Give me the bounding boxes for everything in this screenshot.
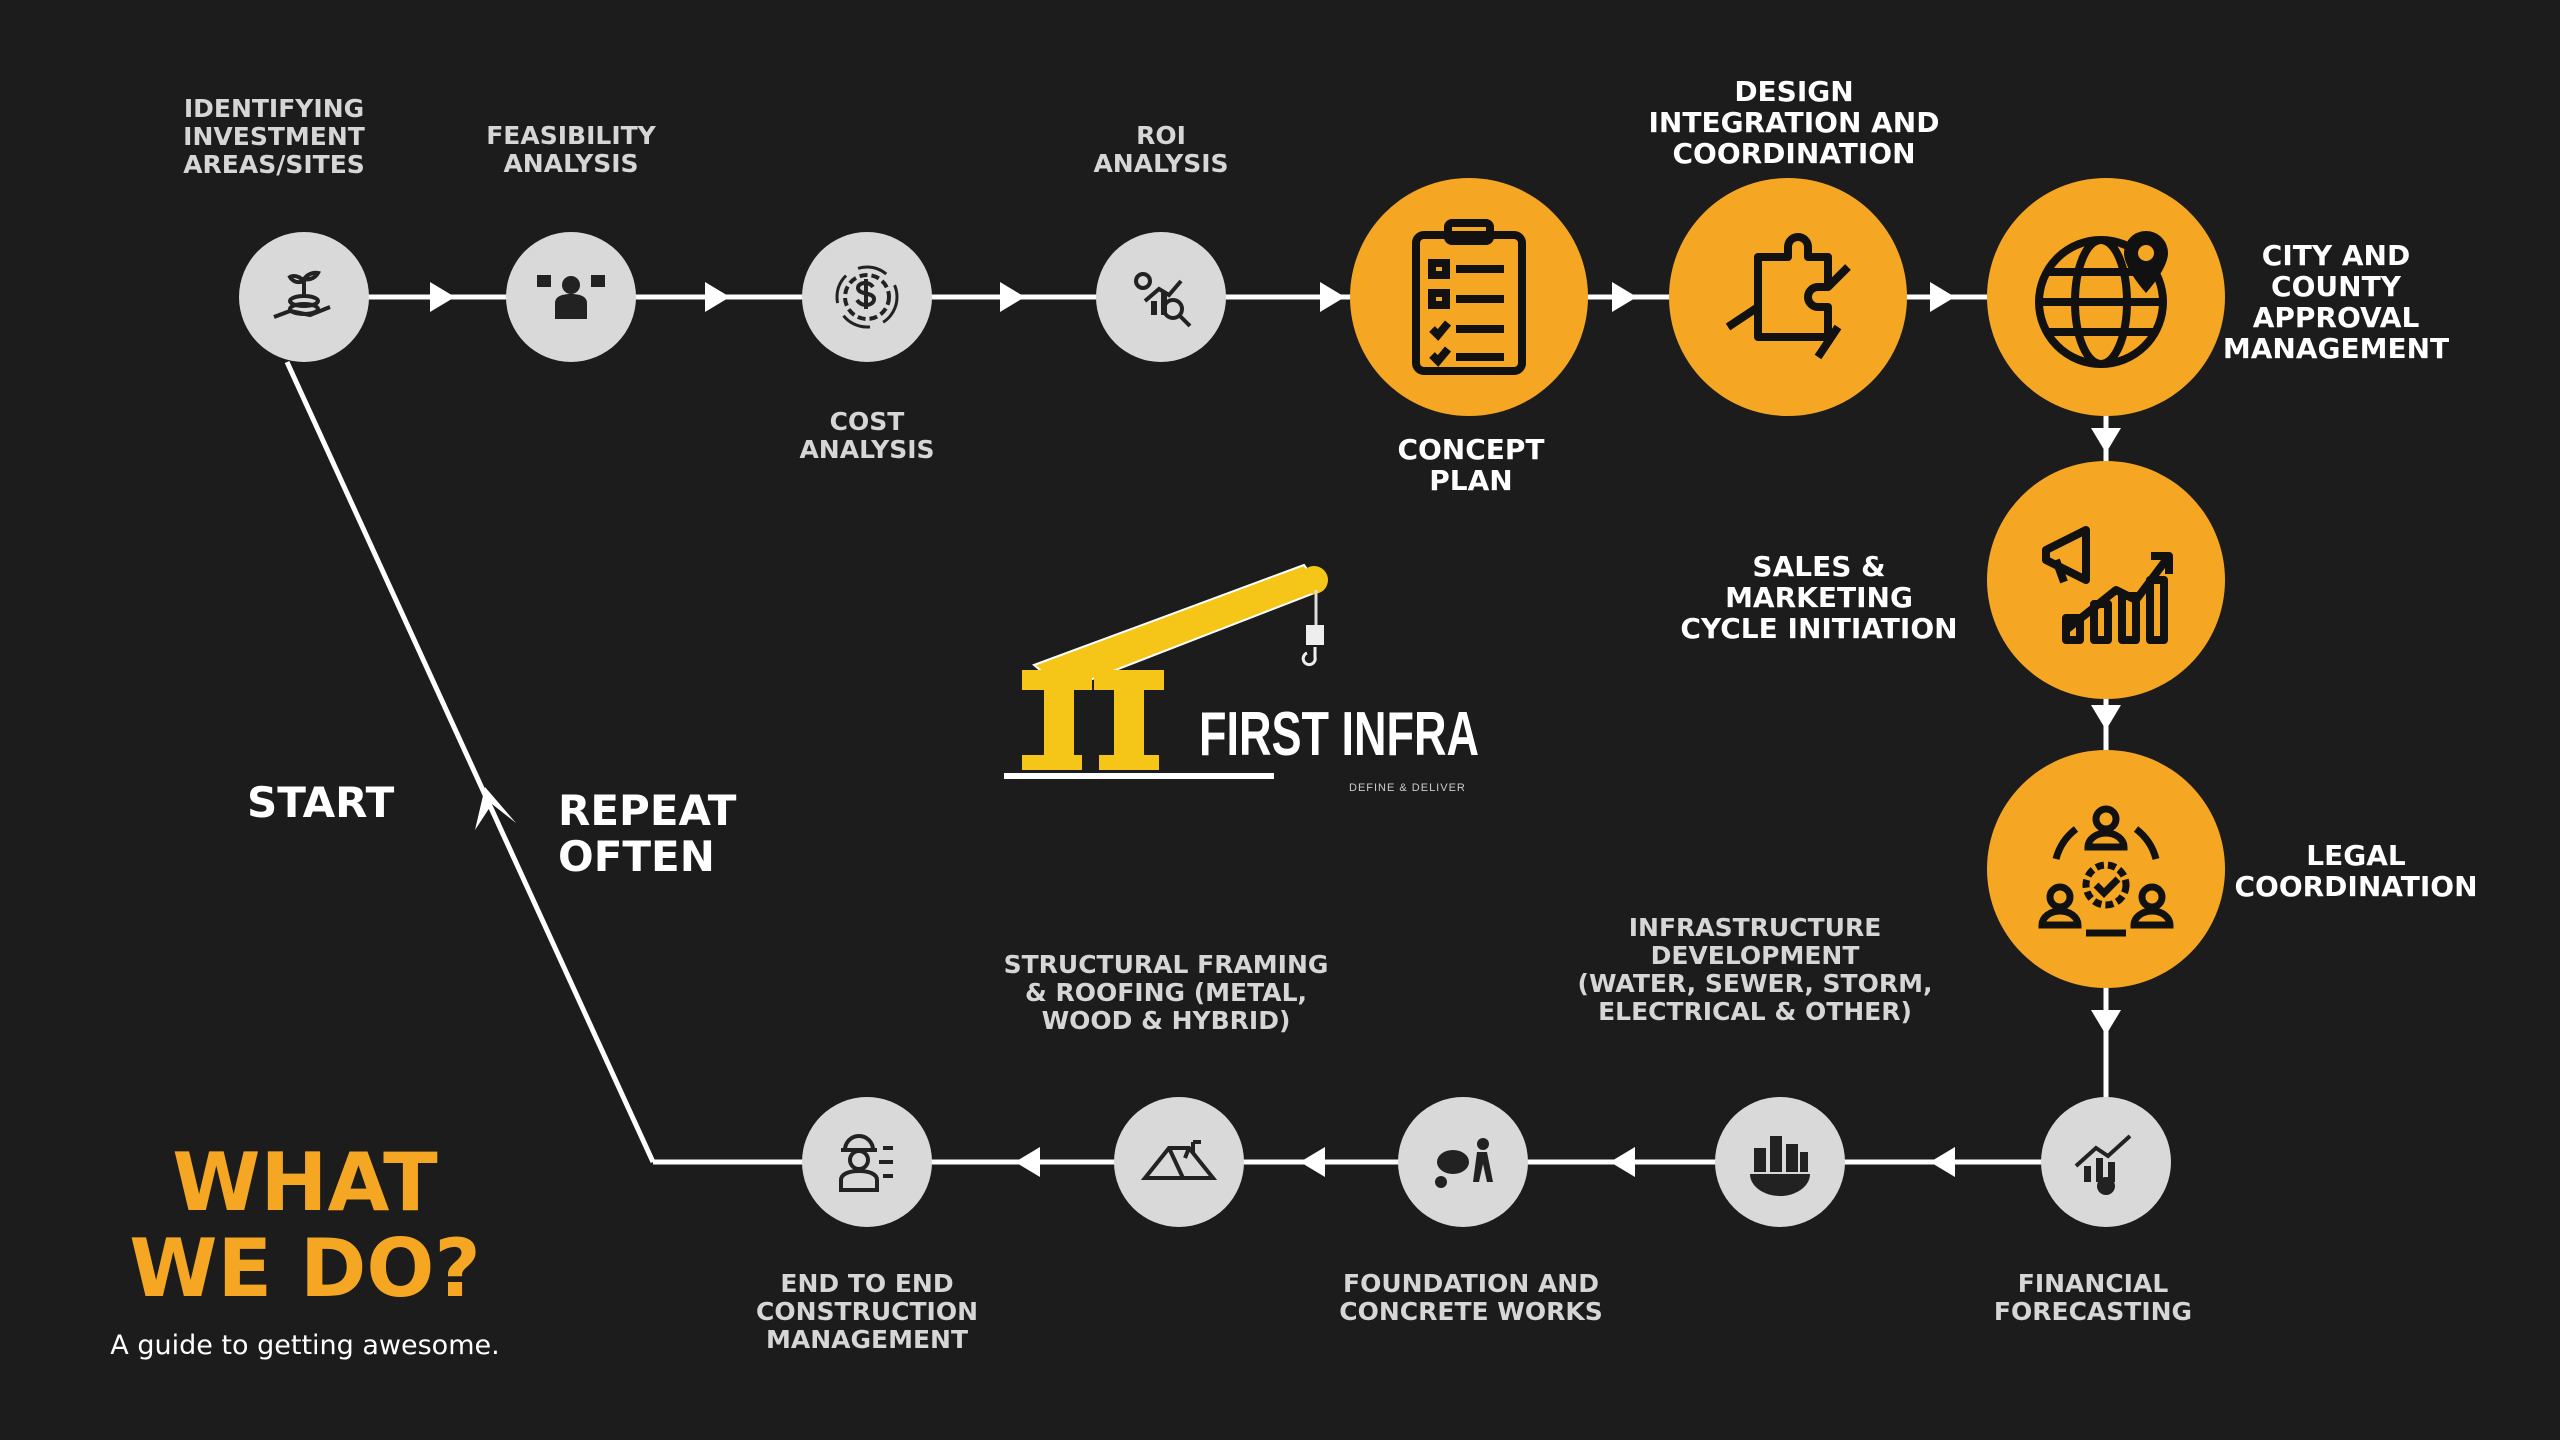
node-city-county-approval [1987,178,2225,416]
megaphone-growth-icon [2042,526,2173,644]
city-gear-icon [1750,1136,1810,1196]
node-feasibility [506,232,636,362]
node-sales-marketing [1987,461,2225,699]
team-badge-icon [2038,805,2174,937]
node-roi-analysis [1096,232,1226,362]
node-end-to-end-construction [802,1097,932,1227]
clipboard-checklist-icon [1412,219,1526,375]
node-cost-analysis [802,232,932,362]
roof-icon [1140,1140,1218,1180]
step-label-foundation: FOUNDATION AND CONCRETE WORKS [1339,1269,1603,1326]
node-structural-framing-roofing [1114,1097,1244,1227]
page-title: WHAT WE DO? [129,1136,481,1315]
puzzle-hands-icon [1725,233,1851,360]
step-label-financial: FINANCIAL FORECASTING [1993,1269,2193,1326]
step-label-roi: ROI ANALYSIS [1093,121,1229,178]
step-label-design: DESIGN INTEGRATION AND COORDINATION [1648,75,1940,170]
start-label: START [247,778,395,827]
node-design-integration [1669,178,1907,416]
cement-mixer-icon [1435,1138,1493,1188]
first-infra-logo: FIRST INFRA DEFINE & DELIVER [1004,563,1479,794]
crane-icon [1004,563,1328,779]
step-label-feasibility: FEASIBILITY ANALYSIS [486,121,656,178]
person-decision-icon [537,275,605,319]
step-label-concept: CONCEPT PLAN [1397,433,1545,497]
node-infrastructure-development [1715,1097,1845,1227]
logo-wordmark: FIRST INFRA [1199,700,1479,769]
globe-pin-icon [2035,231,2168,368]
step-label-infrastructure: INFRASTRUCTURE DEVELOPMENT (WATER, SEWER… [1577,913,1933,1026]
step-label-sales: SALES & MARKETING CYCLE INITIATION [1680,550,1958,645]
step-label-structural: STRUCTURAL FRAMING & ROOFING (METAL, WOO… [1003,950,1329,1035]
node-foundation-concrete [1398,1097,1528,1227]
chart-magnifier-icon [1134,272,1192,328]
plant-coins-hand-icon [273,270,331,319]
step-label-identifying: IDENTIFYING INVESTMENT AREAS/SITES [183,94,365,179]
flow-arrowheads [430,282,2121,1177]
engineer-icon [839,1134,893,1192]
dollar-gear-icon [835,265,899,329]
logo-tagline: DEFINE & DELIVER [1349,782,1466,794]
step-label-city: CITY AND COUNTY APPROVAL MANAGEMENT [2222,239,2450,365]
page-subtitle: A guide to getting awesome. [110,1330,500,1361]
node-legal-coordination [1987,750,2225,988]
node-financial-forecasting [2041,1097,2171,1227]
finance-chart-icon [2074,1134,2132,1195]
step-label-cost: COST ANALYSIS [799,407,935,464]
node-concept-plan [1350,178,1588,416]
node-identifying-sites [239,232,369,362]
step-label-end-to-end: END TO END CONSTRUCTION MANAGEMENT [755,1269,979,1354]
step-label-legal: LEGAL COORDINATION [2234,839,2478,903]
repeat-often-label: REPEAT OFTEN [558,786,737,881]
